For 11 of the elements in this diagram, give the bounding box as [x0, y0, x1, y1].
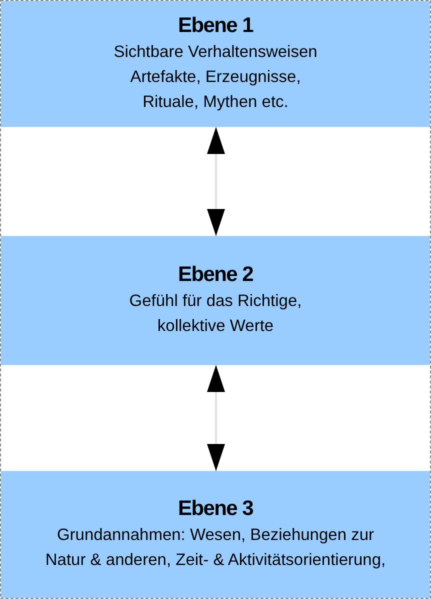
band-text: Grundannahmen: Wesen, Beziehungen zur Natur & anderen, Zeit- & Aktivitätsorientierung, [44, 525, 387, 571]
band-text: Sichtbare Verhaltensweisen Artefakte, Erzeugnisse, Rituale, Mythen etc. [112, 42, 318, 113]
band-heading: Ebene 3 [178, 496, 253, 522]
band-heading: Ebene 1 [178, 13, 253, 39]
level-band [1, 471, 430, 598]
level-band [1, 1, 430, 127]
band-text: Gefühl für das Richtige, kollektive Werte [128, 291, 303, 337]
band-heading: Ebene 2 [178, 262, 253, 288]
double-arrow [207, 365, 225, 471]
double-arrow [207, 127, 225, 236]
level-band [1, 236, 430, 365]
